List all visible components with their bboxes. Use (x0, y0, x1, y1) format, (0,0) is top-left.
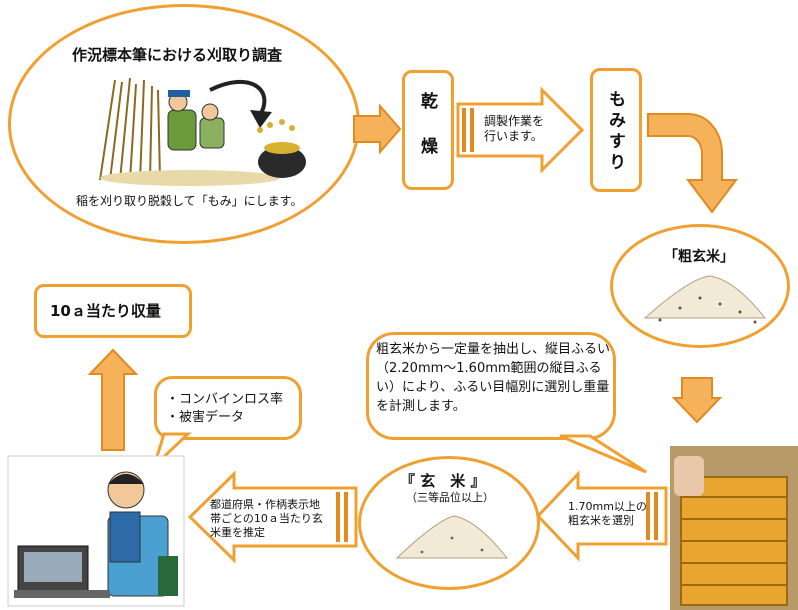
computer-callout-bubble (154, 376, 302, 440)
selection-arrow (535, 470, 668, 562)
survey-caption: 稲を刈り取り脱穀して「もみ」にします。 (76, 194, 303, 208)
callout-line-combine-loss: ・コンバインロス率 (166, 392, 284, 407)
hulling-step-box (590, 68, 642, 192)
hulling-step-label: もみすり (605, 90, 625, 174)
processing-note: 調製作業を行います。 (484, 114, 545, 143)
sieve-bubble-tail (559, 434, 647, 474)
callout-line-damage-data: ・被害データ (166, 410, 245, 425)
arrow-to-yield (87, 348, 139, 451)
curved-arrow-to-coarse-rice (647, 113, 738, 214)
brown-rice-ellipse (358, 456, 540, 590)
arrow-to-sieve (671, 377, 723, 424)
brown-rice-pile-image (395, 515, 509, 559)
sieve-explanation-text: 粗玄米から一定量を抽出し、縦目ふるい（2.20mm～1.60mm範囲の縦目ふるい… (376, 342, 611, 414)
yield-box (34, 284, 192, 338)
estimate-note: 都道府県・作柄表示地帯ごとの10ａ当たり玄米重を推定 (210, 498, 323, 539)
coarse-rice-label: 「粗玄米」 (664, 249, 734, 265)
coarse-rice-pile-image (643, 275, 767, 324)
estimate-arrow (187, 470, 358, 564)
arrow-to-drying (353, 103, 402, 155)
sieve-explanation-bubble (366, 332, 616, 440)
drying-step-box (402, 70, 454, 190)
survey-title: 作況標本筆における刈取り調査 (72, 46, 283, 64)
drying-step-label: 乾燥 (417, 92, 437, 182)
computer-operator-illustration (7, 455, 185, 607)
sieve-photo (670, 446, 798, 610)
processing-arrow (456, 86, 585, 174)
farmer-harvest-illustration (99, 77, 306, 186)
selection-note: 1.70mm以上の粗玄米を選別 (568, 500, 647, 527)
brown-rice-subtitle: （三等品位以上） (406, 491, 494, 504)
brown-rice-title: 『 玄 米 』 (400, 472, 486, 490)
yield-label: 10ａ当たり収量 (50, 302, 161, 320)
